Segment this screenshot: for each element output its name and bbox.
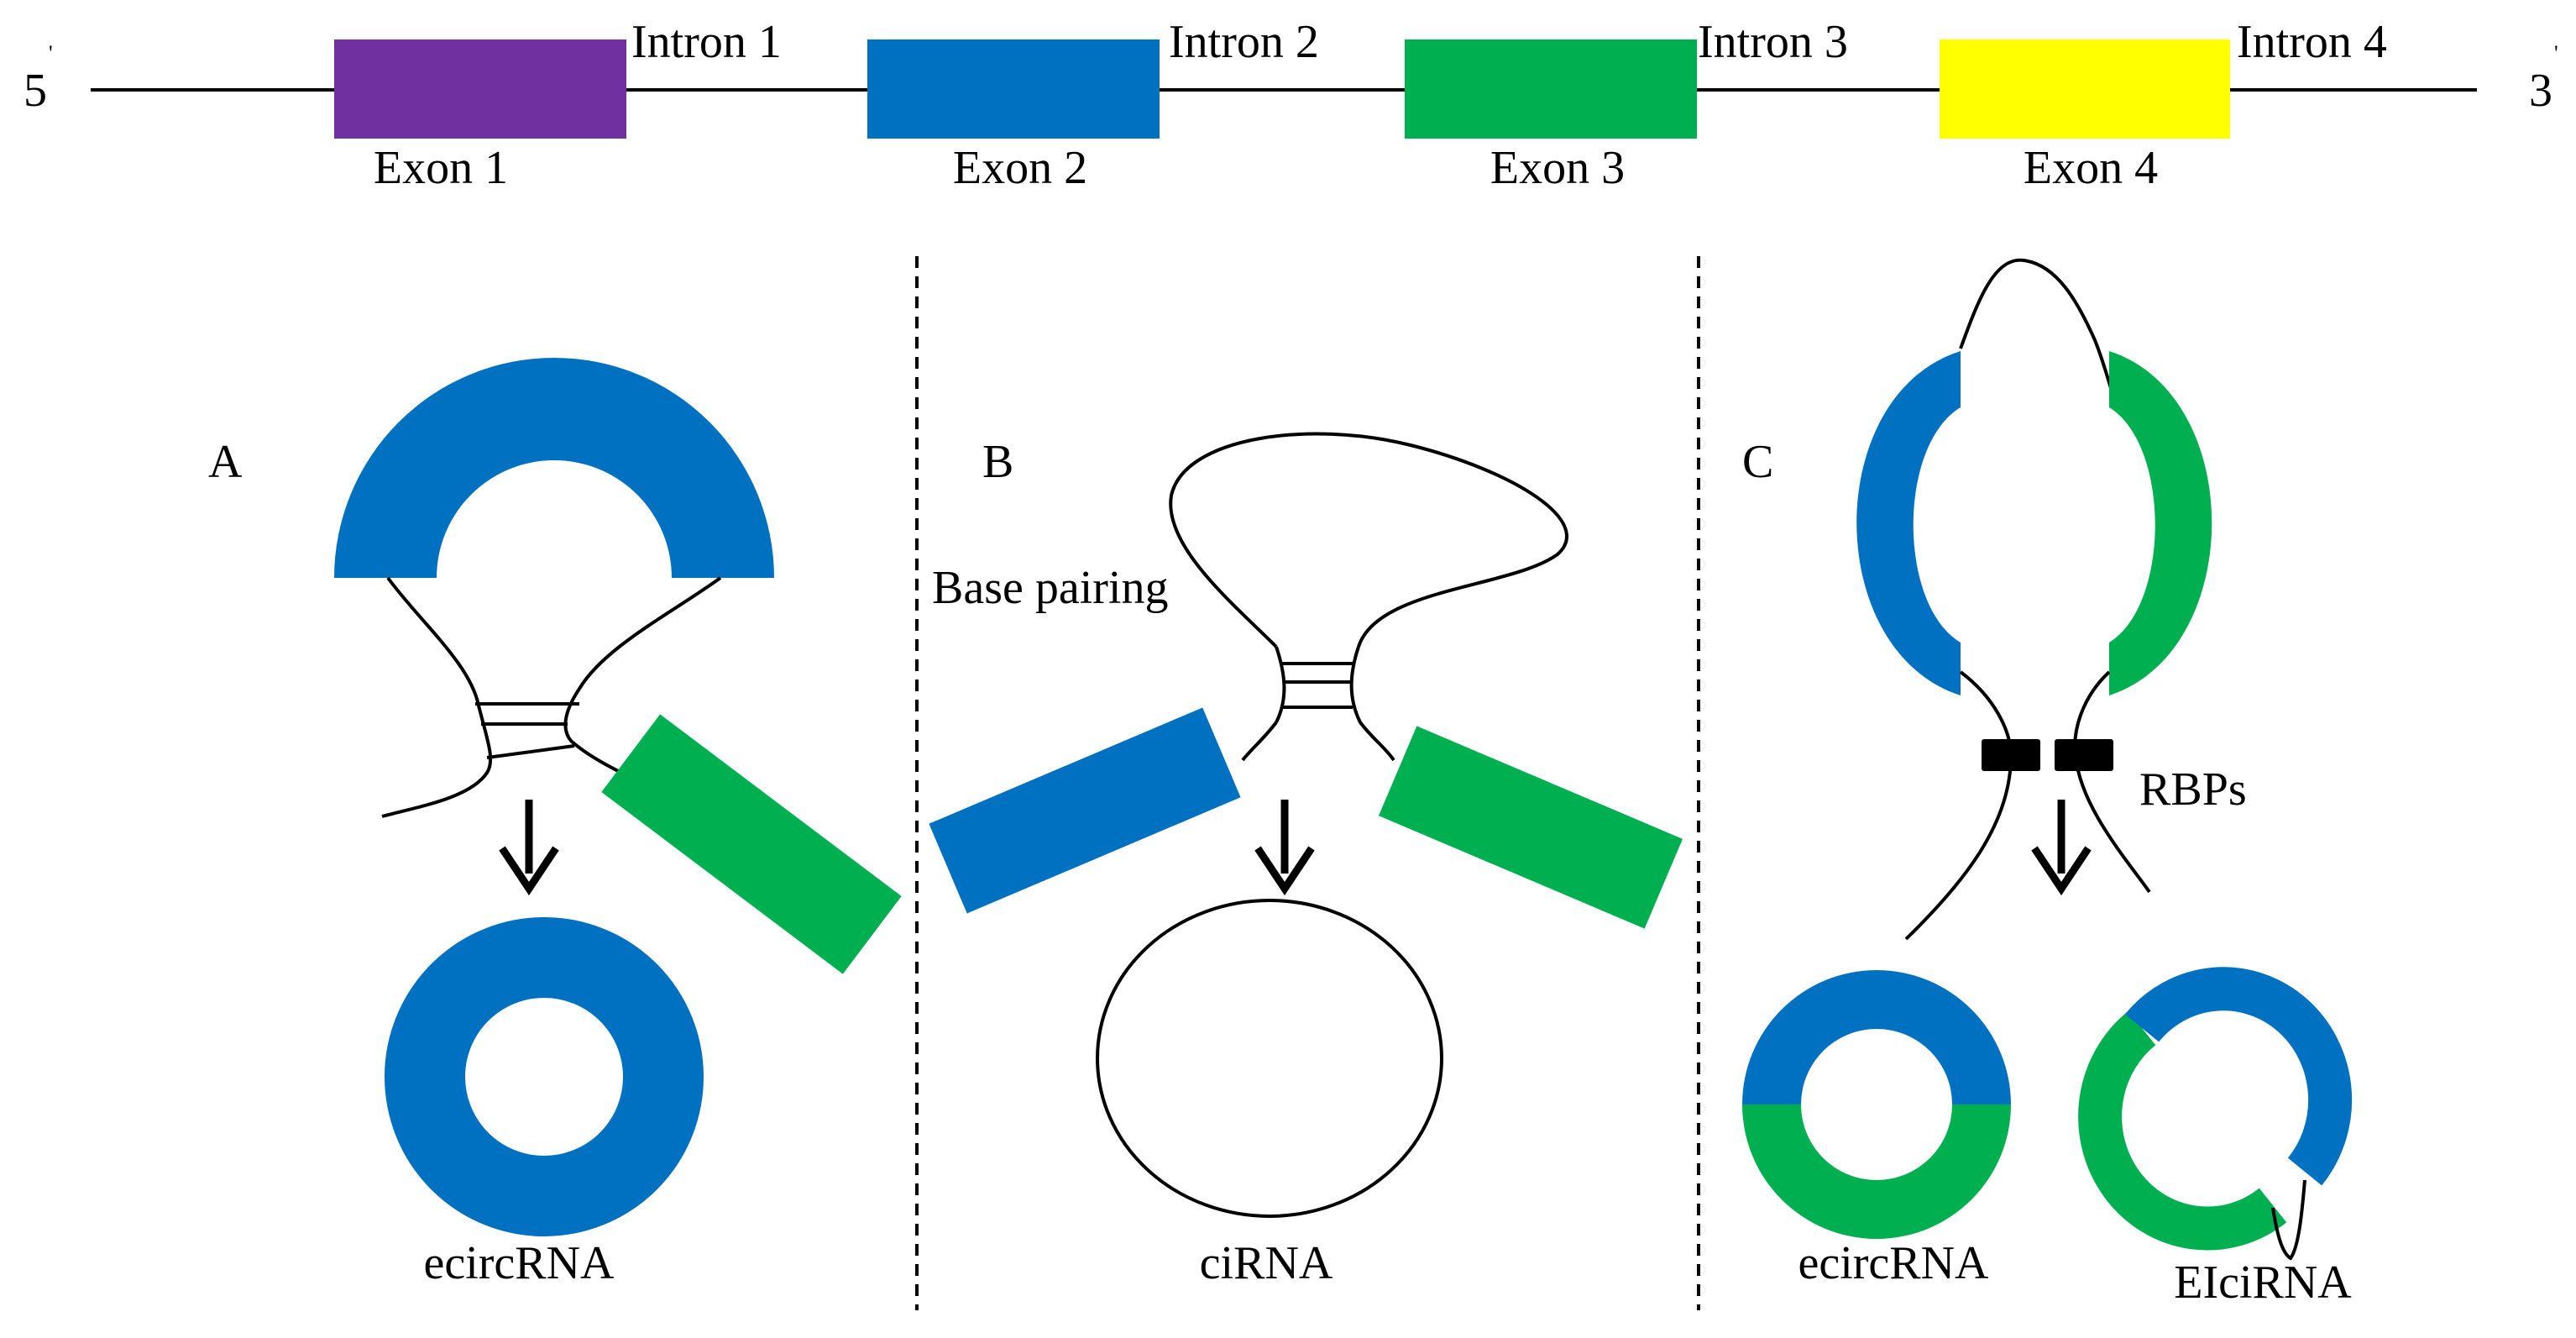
panel-a-arrow-head (499, 846, 559, 896)
panel-b-letter: B (982, 436, 1013, 488)
panel-c-intron-top (1959, 258, 2113, 391)
panel-a: A ecircRNA (208, 358, 902, 1289)
panel-c-blue-exon-crescent (1856, 351, 1961, 695)
panel-c-rbp-left (1982, 739, 2040, 771)
panel-a-base-pair-3 (486, 744, 575, 759)
intron-1-label: Intron 1 (631, 16, 782, 68)
exon-1-label: Exon 1 (374, 142, 508, 194)
panel-c-letter: C (1742, 436, 1773, 488)
panel-c-rbps-label: RBPs (2139, 763, 2247, 816)
panel-b-blue-exon-bar (929, 707, 1241, 914)
panel-a-letter: A (208, 436, 243, 488)
exon-3-label: Exon 3 (1490, 142, 1625, 194)
panel-c-right-intron-tail (2073, 670, 2151, 894)
panel-c-eicirna-blue-arc (2124, 967, 2353, 1186)
panel-c-eicirna-intron-tail (2271, 1179, 2306, 1261)
panel-c-arrow-head (2031, 846, 2092, 896)
five-prime-mark: ' (49, 41, 53, 66)
panel-b-arrow-head (1254, 846, 1315, 896)
panel-b: B Base pairing ciRNA (929, 432, 1683, 1289)
panel-b-intron-loop (1169, 432, 1568, 648)
panel-c-green-exon-crescent (2109, 351, 2212, 695)
panel-c-ecircrna-bottom-half (1742, 1105, 2011, 1239)
panel-a-product-label: ecircRNA (423, 1237, 615, 1289)
exon-2-label: Exon 2 (953, 142, 1087, 194)
panel-a-green-exon-bar (601, 714, 902, 974)
gene-structure: 5 ' 3 ' Exon 1 Exon 2 Exon 3 Exon 4 Intr… (24, 16, 2558, 194)
intron-3-label: Intron 3 (1698, 16, 1848, 68)
panel-c: C RBPs ecircRNA EIciRNA (1742, 258, 2353, 1309)
panel-a-ecircrna-ring (385, 917, 704, 1236)
panel-b-base-pairing-label: Base pairing (932, 562, 1168, 614)
panel-c-ecircrna-label: ecircRNA (1798, 1237, 1989, 1289)
exon-2-box (867, 39, 1160, 139)
panel-b-left-exon-tail (1241, 721, 1278, 762)
panel-b-green-exon-bar (1379, 726, 1683, 929)
panel-c-ecircrna-top-half (1742, 970, 2011, 1105)
panel-b-right-intron-tail (1349, 646, 1395, 762)
panel-c-eicirna-green-arc (2078, 1010, 2287, 1251)
exon-4-box (1940, 39, 2230, 139)
panel-c-eicirna-label: EIciRNA (2174, 1257, 2352, 1309)
panel-b-cirna-circle (1096, 899, 1443, 1218)
exon-3-box (1405, 39, 1697, 139)
three-prime-mark: ' (2554, 41, 2558, 66)
panel-c-left-intron-tail (1904, 670, 2013, 941)
panel-b-product-label: ciRNA (1200, 1237, 1333, 1289)
exon-1-box (334, 39, 626, 139)
exon-4-label: Exon 4 (2024, 142, 2158, 194)
intron-2-label: Intron 2 (1169, 16, 1319, 68)
panel-a-left-intron (381, 576, 493, 818)
intron-4-label: Intron 4 (2237, 16, 2387, 68)
panel-a-blue-exon-arch (334, 358, 774, 578)
three-prime-label: 3 (2529, 65, 2552, 117)
five-prime-label: 5 (24, 65, 47, 117)
panel-b-left-intron-tail (1275, 646, 1286, 723)
panel-c-rbp-right (2055, 739, 2113, 771)
